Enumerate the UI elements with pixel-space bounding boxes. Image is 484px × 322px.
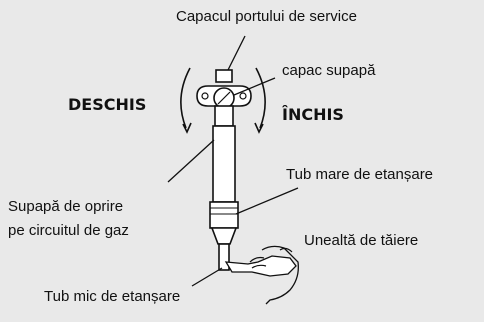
label-large-seal-tube: Tub mare de etanșare	[286, 166, 434, 183]
small-seal-tube	[218, 243, 230, 271]
large-seal-tube	[209, 201, 239, 229]
flange-hole-right	[239, 92, 247, 100]
label-small-seal-tube: Tub mic de etanșare	[44, 288, 181, 305]
label-open: DESCHIS	[68, 95, 147, 114]
service-port-cap	[215, 69, 233, 83]
label-gas-stop-valve-line1: Supapă de oprire	[8, 198, 124, 215]
leader-gas-stop-valve	[167, 139, 215, 183]
flange-hole-left	[201, 92, 209, 100]
taper	[210, 227, 238, 245]
label-service-port-cap: Capacul portului de service	[176, 8, 357, 25]
leader-service-port-cap	[227, 35, 246, 71]
leader-valve-cap	[233, 77, 276, 96]
closed-arrow	[255, 67, 266, 129]
valve-neck	[214, 105, 234, 127]
label-valve-cap: capac supapă	[282, 62, 376, 79]
hand	[261, 245, 299, 305]
label-closed: ÎNCHIS	[282, 105, 344, 124]
pipe-body	[212, 125, 236, 203]
label-gas-stop-valve-line2: pe circuitul de gaz	[8, 222, 129, 239]
cutting-tool	[224, 255, 297, 277]
leader-small-seal-tube	[191, 267, 223, 287]
open-arrow	[180, 67, 191, 129]
leader-large-seal-tube	[235, 187, 299, 215]
label-cutting-tool: Unealtă de tăiere	[304, 232, 419, 249]
